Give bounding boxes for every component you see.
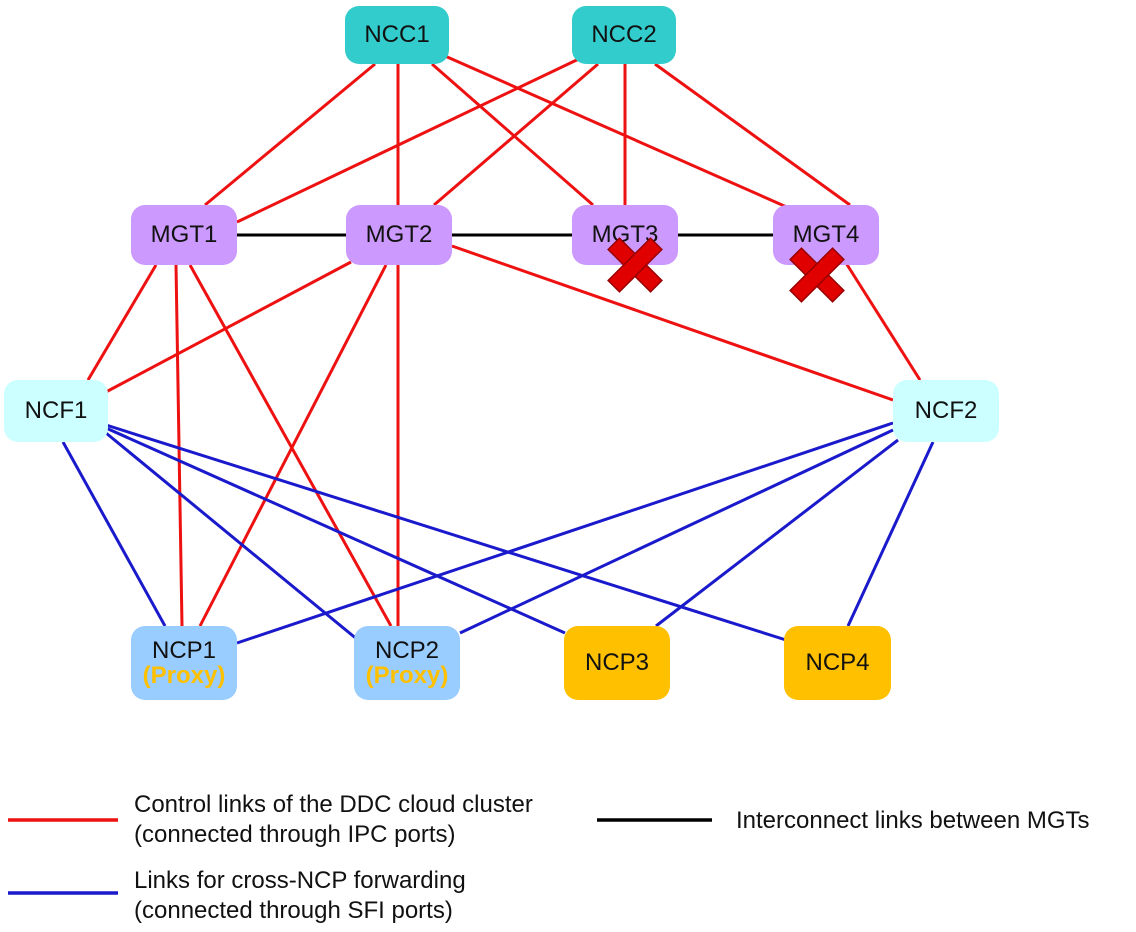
legend-control-line1: Control links of the DDC cloud cluster	[134, 791, 533, 818]
node-ncc1-label: NCC1	[364, 21, 430, 49]
forwarding-link-ncf1-ncp4	[105, 423, 787, 642]
node-ncc2: NCC2	[572, 6, 676, 64]
forwarding-link-ncf1-ncp3	[105, 426, 566, 635]
legend-forwarding-line2: (connected through SFI ports)	[134, 897, 453, 924]
node-mgt1-label: MGT1	[150, 221, 218, 249]
control-link-ncc1-mgt1	[204, 62, 376, 207]
fail-mark-mgt4	[789, 247, 845, 303]
control-link-ncc2-mgt1	[236, 54, 586, 224]
legend-lines	[8, 818, 712, 895]
node-ncp3-label: NCP3	[584, 649, 650, 677]
node-ncf2: NCF2	[893, 380, 999, 442]
node-ncp2-label: NCP2	[374, 636, 440, 664]
legend-control-line2: (connected through IPC ports)	[134, 821, 456, 848]
node-ncp2: NCP2 (Proxy)	[354, 626, 460, 700]
control-link-mgt4-ncf2	[844, 262, 922, 381]
control-link-mgt1-ncp1	[174, 264, 184, 627]
control-link-mgt1-ncf1	[86, 264, 158, 381]
node-mgt2-label: MGT2	[365, 221, 433, 249]
node-ncf1-label: NCF1	[24, 397, 88, 425]
legend-forwarding-line1: Links for cross-NCP forwarding	[134, 867, 466, 894]
node-ncp2-proxy-label: (Proxy)	[365, 662, 449, 689]
node-ncf1: NCF1	[4, 380, 108, 442]
node-ncc2-label: NCC2	[591, 21, 657, 49]
links-layer	[61, 54, 935, 645]
control-link-mgt2-ncf1	[103, 260, 352, 395]
node-ncp4: NCP4	[784, 626, 891, 700]
control-link-ncc2-mgt4	[654, 62, 851, 207]
control-link-mgt2-ncf2	[451, 244, 894, 402]
legend-forwarding-text: Links for cross-NCP forwarding (connecte…	[134, 866, 466, 926]
node-ncp3: NCP3	[564, 626, 670, 700]
legend-interconnect-line1: Interconnect links between MGTs	[736, 807, 1090, 834]
node-ncp4-label: NCP4	[805, 649, 870, 677]
forwarding-link-ncf2-ncp3	[655, 438, 899, 628]
control-link-ncc1-mgt3	[431, 62, 594, 207]
forwarding-link-ncf1-ncp2	[105, 431, 359, 642]
legend-control-text: Control links of the DDC cloud cluster (…	[134, 790, 533, 850]
node-mgt4-label: MGT4	[792, 221, 860, 249]
node-ncp1: NCP1 (Proxy)	[131, 626, 237, 700]
forwarding-link-ncf2-ncp4	[846, 441, 935, 627]
node-ncf2-label: NCF2	[914, 397, 978, 425]
control-link-ncc2-mgt2	[433, 62, 599, 207]
node-mgt3: MGT3	[572, 205, 678, 265]
node-ncp1-proxy-label: (Proxy)	[142, 662, 226, 689]
forwarding-link-ncf2-ncp1	[236, 421, 894, 645]
legend-interconnect-text: Interconnect links between MGTs	[736, 806, 1090, 836]
forwarding-link-ncf2-ncp2	[459, 428, 894, 635]
control-link-mgt1-ncp2	[188, 264, 393, 627]
node-ncp1-label: NCP1	[151, 636, 217, 664]
forwarding-link-ncf1-ncp1	[61, 441, 167, 627]
control-link-mgt2-ncp1	[198, 264, 388, 627]
node-ncc1: NCC1	[345, 6, 449, 64]
node-mgt2: MGT2	[346, 205, 452, 265]
node-mgt1: MGT1	[131, 205, 237, 265]
control-link-ncc1-mgt4	[444, 54, 799, 214]
fail-mark-mgt3	[607, 237, 663, 293]
